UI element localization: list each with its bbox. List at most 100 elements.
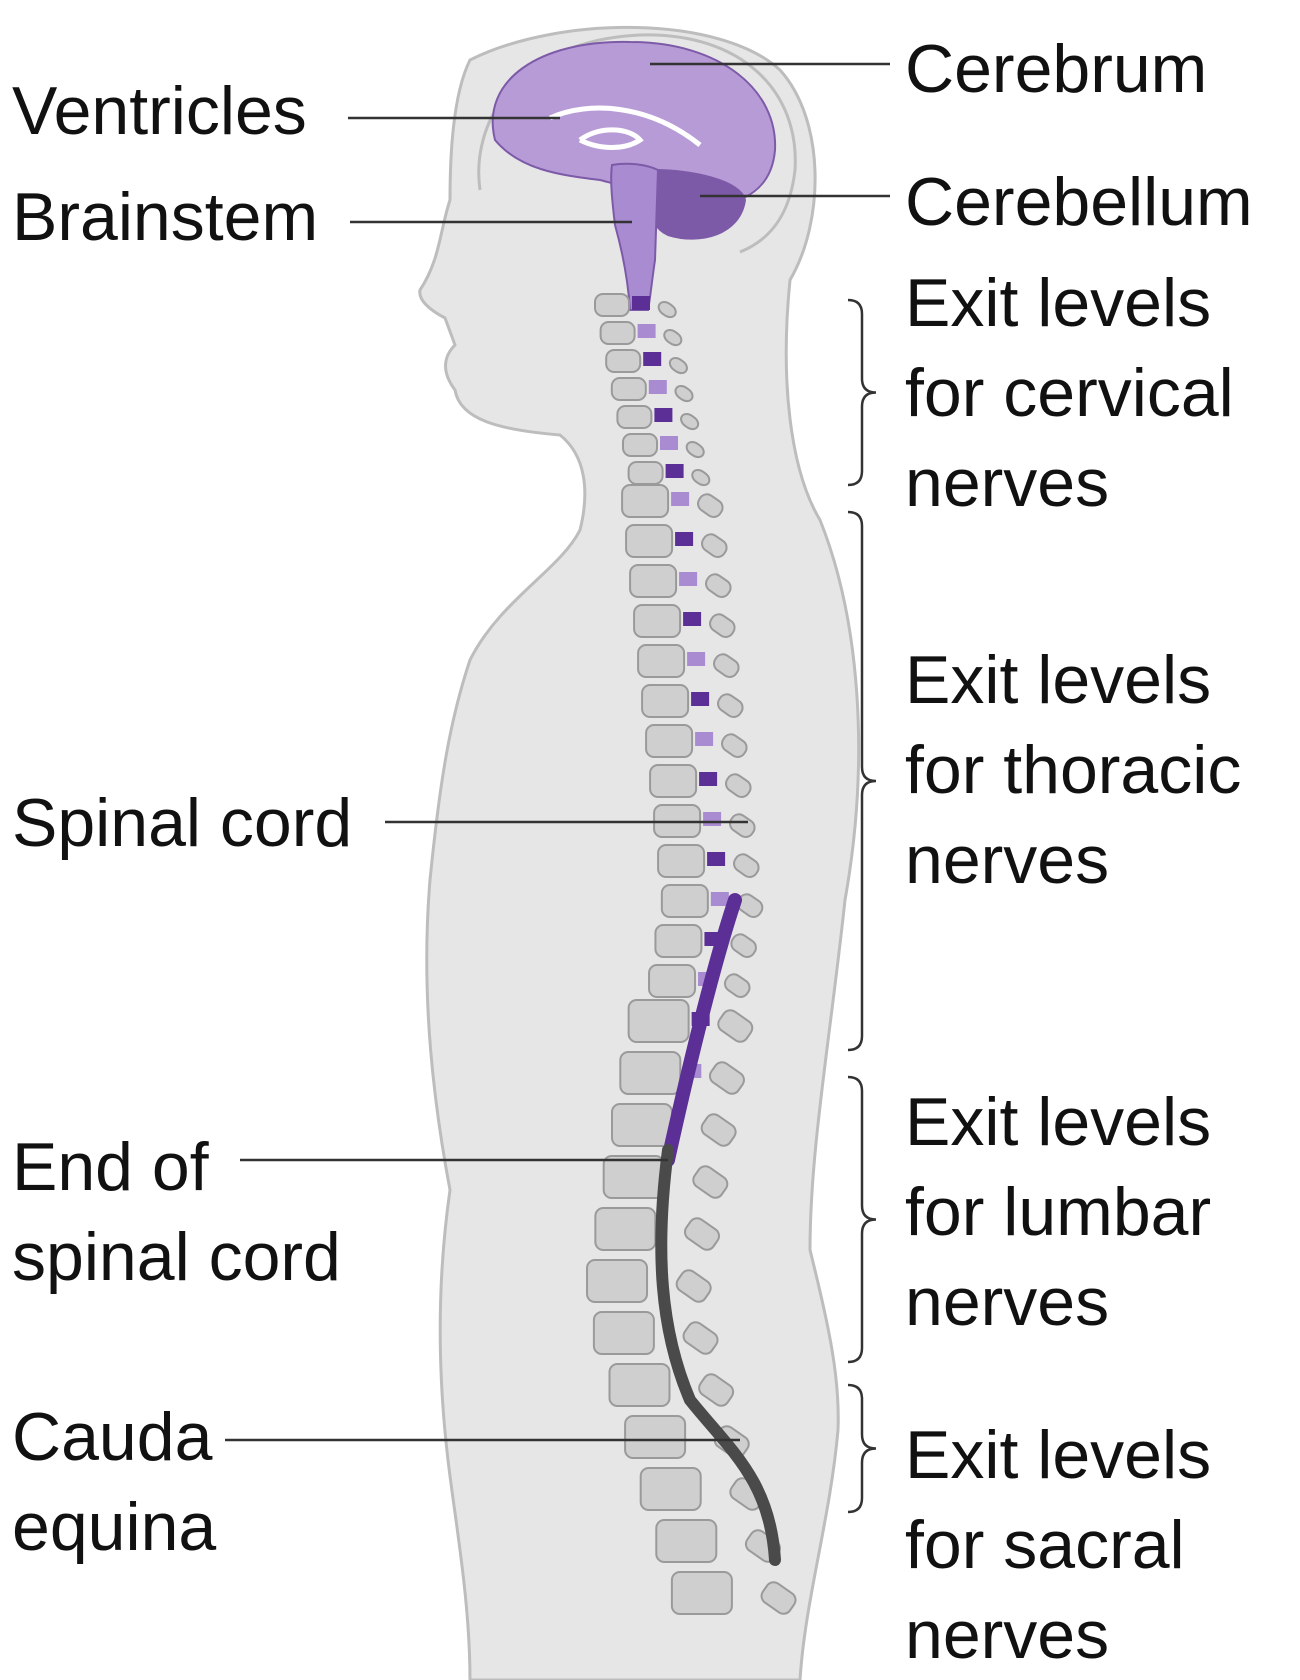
cord-segment xyxy=(643,352,662,366)
label-cauda-line-1: Cauda xyxy=(12,1399,213,1475)
vertebra-process xyxy=(760,1581,797,1615)
label-ventricles: Ventricles xyxy=(12,66,307,156)
label-sacral-line-1: Exit levels xyxy=(905,1417,1212,1493)
vertebra xyxy=(624,1415,687,1459)
cord-segment xyxy=(699,772,718,786)
vertebra xyxy=(633,604,682,638)
ventricles-shape xyxy=(548,105,702,150)
label-spinal-cord: Spinal cord xyxy=(12,778,352,868)
vertebra xyxy=(637,644,686,678)
vertebra-process xyxy=(680,413,700,431)
vertebra xyxy=(610,377,647,401)
label-cerebellum: Cerebellum xyxy=(905,157,1253,247)
cord-segment xyxy=(703,812,722,826)
label-cervical-line-3: nerves xyxy=(905,445,1110,521)
vertebra-process xyxy=(713,653,740,678)
vertebra xyxy=(619,1051,682,1095)
spinal-cord-dark-shape xyxy=(661,893,742,1167)
cord-segment xyxy=(687,652,706,666)
vertebra xyxy=(592,1311,655,1355)
cord-segment xyxy=(695,732,714,746)
vertebra xyxy=(629,564,678,598)
vertebra xyxy=(594,1207,657,1251)
spinal-cord-segments xyxy=(632,296,729,1078)
cord-segment xyxy=(707,852,726,866)
leader-lines xyxy=(225,62,890,1442)
label-sacral: Exit levels for sacral nerves xyxy=(905,1410,1211,1680)
vertebra xyxy=(654,924,703,958)
vertebra-process xyxy=(717,1009,754,1043)
vertebra-process xyxy=(657,301,677,319)
label-ventricles-text: Ventricles xyxy=(12,73,307,149)
brace-cervical xyxy=(847,298,877,487)
vertebra-process xyxy=(682,1321,719,1355)
vertebra-process xyxy=(684,1217,721,1251)
label-brainstem-text: Brainstem xyxy=(12,179,319,255)
vertebra-process xyxy=(701,533,728,558)
label-lumbar-line-3: nerves xyxy=(905,1264,1110,1340)
label-sacral-line-2: for sacral xyxy=(905,1507,1185,1583)
vertebra xyxy=(611,1103,673,1147)
vertebra xyxy=(602,1155,665,1199)
vertebra-process xyxy=(675,1269,712,1303)
label-cerebrum: Cerebrum xyxy=(905,24,1207,114)
label-end-line-2: spinal cord xyxy=(12,1219,341,1295)
label-cauda-equina: Cauda equina xyxy=(12,1392,216,1572)
braces xyxy=(847,298,877,1514)
vertebra-process xyxy=(730,933,757,958)
label-end-line-1: End of xyxy=(12,1129,209,1205)
vertebra xyxy=(605,349,642,373)
cauda-equina-shape xyxy=(655,1144,781,1566)
brainstem-shape xyxy=(610,162,660,311)
vertebra xyxy=(639,1467,702,1511)
label-lumbar-line-2: for lumbar xyxy=(905,1174,1212,1250)
vertebra xyxy=(649,764,698,798)
label-lumbar: Exit levels for lumbar nerves xyxy=(905,1077,1211,1347)
label-cervical-line-1: Exit levels xyxy=(905,265,1212,341)
vertebra-process xyxy=(663,329,683,347)
vertebra-process xyxy=(697,493,724,518)
cord-segment xyxy=(660,436,678,450)
vertebra-process xyxy=(700,1113,737,1147)
cord-segment xyxy=(675,532,694,546)
cord-segment xyxy=(671,492,690,506)
vertebra xyxy=(625,524,674,558)
vertebra-process xyxy=(717,693,744,718)
vertebra-process xyxy=(721,733,748,758)
label-cervical-line-2: for cervical xyxy=(905,355,1234,431)
brace-thoracic xyxy=(847,510,877,1052)
vertebra-process xyxy=(705,573,732,598)
vertebra xyxy=(627,461,664,485)
vertebra xyxy=(641,684,690,718)
label-cerebrum-text: Cerebrum xyxy=(905,31,1208,107)
vertebra-process xyxy=(691,469,711,487)
label-cervical: Exit levels for cervical nerves xyxy=(905,258,1234,528)
vertebra-process xyxy=(708,1061,745,1095)
vertebra xyxy=(670,1571,733,1615)
vertebra-process xyxy=(692,1165,729,1199)
vertebra-process xyxy=(698,1373,735,1407)
vertebra-process xyxy=(725,773,752,798)
vertebra-process xyxy=(709,613,736,638)
cord-segment xyxy=(710,892,729,906)
label-brainstem: Brainstem xyxy=(12,172,318,262)
brace-sacral xyxy=(847,1383,877,1514)
vertebra xyxy=(599,321,636,345)
label-thoracic-line-2: for thoracic xyxy=(905,732,1242,808)
vertebra xyxy=(622,433,658,457)
vertebra xyxy=(645,724,694,758)
vertebra xyxy=(660,884,709,918)
cord-segment xyxy=(648,380,667,394)
label-sacral-line-3: nerves xyxy=(905,1597,1110,1673)
label-lumbar-line-1: Exit levels xyxy=(905,1084,1212,1160)
brace-lumbar xyxy=(847,1075,877,1364)
vertebra-process xyxy=(668,357,688,375)
label-thoracic-line-1: Exit levels xyxy=(905,642,1212,718)
vertebra xyxy=(627,999,690,1043)
cord-segment xyxy=(632,296,650,310)
cerebrum-shape xyxy=(491,40,777,207)
label-thoracic-line-3: nerves xyxy=(905,822,1110,898)
cord-segment xyxy=(665,464,684,478)
label-end-of-spinal-cord: End of spinal cord xyxy=(12,1122,341,1302)
vertebra xyxy=(648,964,697,998)
